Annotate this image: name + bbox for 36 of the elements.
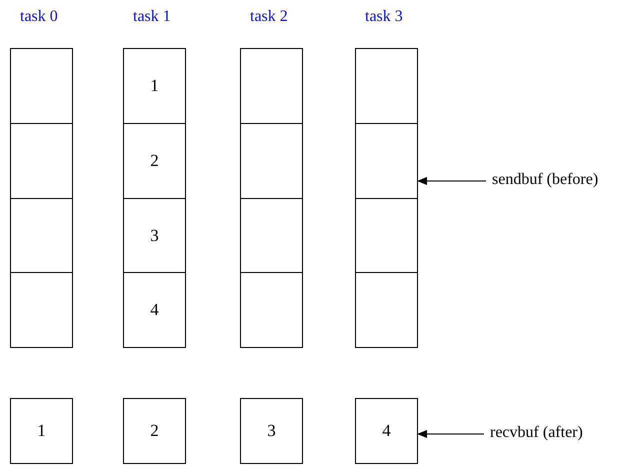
buffer-cell bbox=[240, 272, 303, 348]
cell-value: 2 bbox=[150, 151, 159, 171]
buffer-cell bbox=[240, 398, 303, 464]
buffer-cell bbox=[240, 48, 303, 124]
buffer-cell bbox=[355, 48, 418, 124]
buffer-cell bbox=[355, 198, 418, 274]
buffer-cell bbox=[10, 272, 73, 348]
cell-value: 4 bbox=[382, 421, 391, 441]
cell-value: 3 bbox=[150, 226, 159, 246]
buffer-label: recvbuf (after) bbox=[490, 424, 583, 442]
buffer-cell bbox=[240, 123, 303, 199]
buffer-cell bbox=[123, 123, 186, 199]
buffer-cell bbox=[10, 198, 73, 274]
buffer-cell bbox=[10, 123, 73, 199]
buffer-label: sendbuf (before) bbox=[492, 171, 598, 189]
buffer-cell bbox=[123, 48, 186, 124]
buffer-cell bbox=[240, 198, 303, 274]
buffer-cell bbox=[123, 272, 186, 348]
task-label: task 0 bbox=[20, 8, 58, 26]
task-label: task 3 bbox=[365, 8, 403, 26]
task-label: task 2 bbox=[250, 8, 288, 26]
cell-value: 2 bbox=[150, 421, 159, 441]
task-label: task 1 bbox=[133, 8, 171, 26]
cell-value: 3 bbox=[267, 421, 276, 441]
cell-value: 4 bbox=[150, 300, 159, 320]
buffer-cell bbox=[123, 398, 186, 464]
buffer-cell bbox=[355, 398, 418, 464]
buffer-cell bbox=[10, 48, 73, 124]
buffer-cell bbox=[355, 272, 418, 348]
cell-value: 1 bbox=[150, 76, 159, 96]
cell-value: 1 bbox=[37, 421, 46, 441]
leader-arrow bbox=[417, 430, 484, 438]
buffer-cell bbox=[10, 398, 73, 464]
leader-arrow bbox=[417, 177, 486, 185]
buffer-cell bbox=[123, 198, 186, 274]
buffer-cell bbox=[355, 123, 418, 199]
